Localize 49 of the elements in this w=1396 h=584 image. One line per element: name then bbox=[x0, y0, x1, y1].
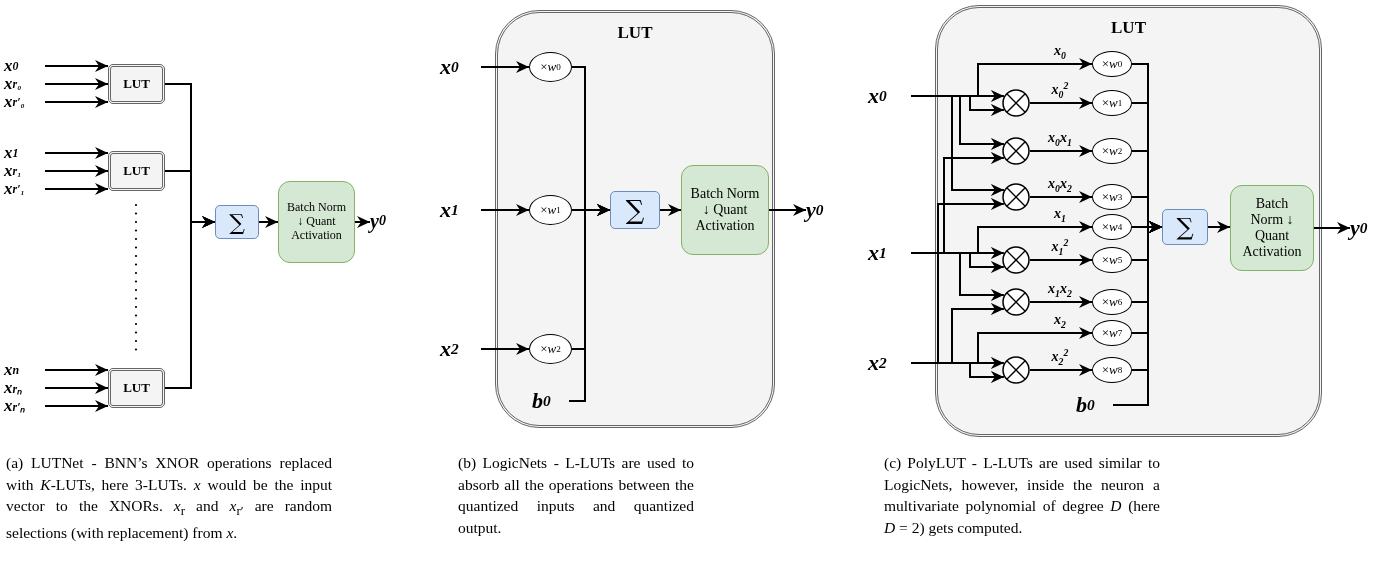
arrow bbox=[480, 204, 530, 216]
multiplier-symbol bbox=[1002, 183, 1030, 211]
lut-box: LUT bbox=[108, 64, 165, 104]
arrow bbox=[659, 204, 682, 216]
arrow bbox=[1029, 296, 1093, 308]
lut-block-frame bbox=[935, 5, 1322, 437]
arrow bbox=[164, 216, 216, 389]
lut-box: LUT bbox=[108, 151, 165, 191]
arrow bbox=[44, 96, 109, 108]
arrow bbox=[1029, 364, 1093, 376]
arrow bbox=[1029, 191, 1093, 203]
multiplier-symbol bbox=[1002, 356, 1030, 384]
block-title: LUT bbox=[1110, 18, 1147, 38]
arrow bbox=[354, 216, 371, 228]
lut-block-frame bbox=[495, 10, 775, 428]
multiplier-symbol bbox=[1002, 89, 1030, 117]
arrow bbox=[1029, 254, 1093, 266]
arrow bbox=[44, 147, 109, 159]
summation-box: ∑ bbox=[215, 205, 259, 239]
arrow bbox=[44, 183, 109, 195]
summation-box: ∑ bbox=[1162, 209, 1208, 245]
arrow bbox=[768, 204, 807, 216]
arrow bbox=[44, 364, 109, 376]
arrow bbox=[44, 400, 109, 412]
multiplier-symbol bbox=[1002, 246, 1030, 274]
arrow bbox=[1207, 221, 1231, 233]
arrow bbox=[1029, 97, 1093, 109]
subfigure-caption: (a) LUTNet - BNN’s XNOR operations replaced with K-LUTs, here 3-LUTs. x would be the input vector to the XNORs. x$_{r}$ and x$_{r′}$ are random selections (with replacement) from x. bbox=[6, 453, 332, 543]
arrow bbox=[480, 343, 530, 355]
block-title: LUT bbox=[616, 23, 654, 43]
lut-box: LUT bbox=[108, 368, 165, 408]
batch-norm-box: Batch Norm ↓ Quant Activation bbox=[278, 181, 355, 263]
batch-norm-box: Batch Norm ↓ Quant Activation bbox=[681, 165, 769, 255]
arrow bbox=[480, 61, 530, 73]
arrow bbox=[44, 60, 109, 72]
arrow bbox=[568, 204, 611, 402]
arrow bbox=[44, 78, 109, 90]
arrow bbox=[44, 382, 109, 394]
summation-box: ∑ bbox=[610, 191, 660, 229]
subfigure-caption: (c) PolyLUT - L-LUTs are used similar to LogicNets, however, inside the neuron a multivariate polynomial of degree D (here D = 2) gets computed. bbox=[884, 453, 1160, 538]
arrow bbox=[1029, 145, 1093, 157]
arrow bbox=[44, 165, 109, 177]
arrow bbox=[1112, 221, 1163, 406]
subfigure-caption: (b) LogicNets - L-LUTs are used to absorb all the operations between the quantized inputs and quantized output. bbox=[458, 453, 694, 538]
arrow bbox=[1313, 222, 1351, 234]
multiplier-symbol bbox=[1002, 288, 1030, 316]
arrow bbox=[258, 216, 279, 228]
multiplier-symbol bbox=[1002, 137, 1030, 165]
batch-norm-box: Batch Norm ↓ Quant Activation bbox=[1230, 185, 1314, 271]
